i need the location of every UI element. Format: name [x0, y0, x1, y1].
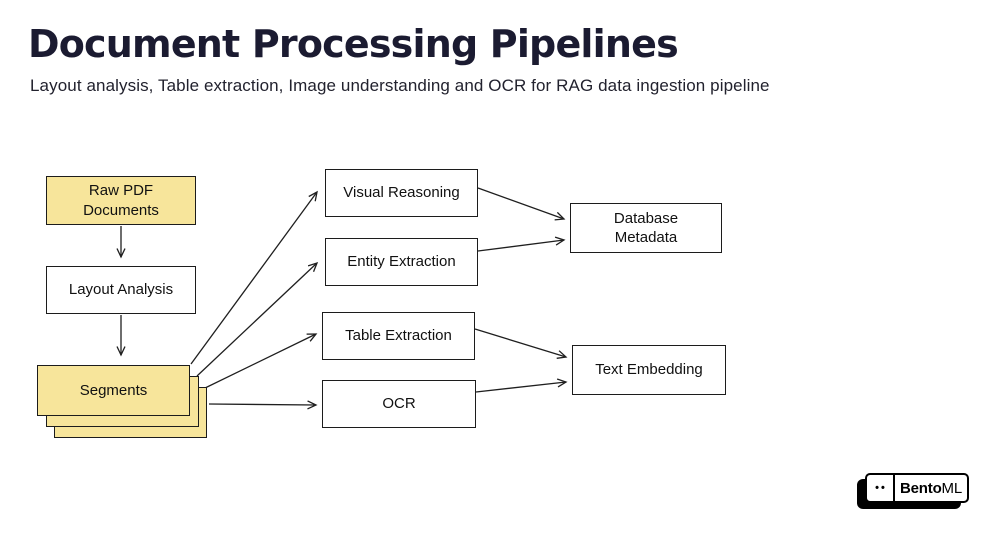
node-raw-pdf-documents: Raw PDF Documents: [46, 176, 196, 225]
node-text-embedding: Text Embedding: [572, 345, 726, 395]
logo-text-bento: Bento: [900, 479, 942, 497]
arrow-segments-to-ocr: [208, 404, 316, 405]
arrow-segments-to-table-extraction: [202, 334, 316, 390]
arrow-segments-to-entity-extraction: [196, 263, 317, 377]
logo-text-ml: ML: [941, 479, 963, 497]
arrow-table-extraction-to-text-embedding: [474, 328, 566, 357]
node-segments: Segments: [37, 365, 190, 416]
node-entity-extraction: Entity Extraction: [325, 238, 478, 286]
arrow-entity-extraction-to-database-metadata: [477, 240, 564, 252]
node-ocr: OCR: [322, 380, 476, 428]
arrow-visual-reasoning-to-database-metadata: [477, 187, 564, 219]
node-table-extraction: Table Extraction: [322, 312, 475, 360]
node-segments-stack: Segments: [37, 365, 209, 440]
arrow-segments-to-visual-reasoning: [190, 192, 317, 365]
bento-dots-icon: ••: [867, 475, 895, 501]
node-layout-analysis: Layout Analysis: [46, 266, 196, 314]
page-subtitle: Layout analysis, Table extraction, Image…: [30, 76, 770, 95]
node-database-metadata: Database Metadata: [570, 203, 722, 253]
page-title: Document Processing Pipelines: [28, 22, 679, 66]
arrow-ocr-to-text-embedding: [475, 382, 566, 393]
node-visual-reasoning: Visual Reasoning: [325, 169, 478, 217]
